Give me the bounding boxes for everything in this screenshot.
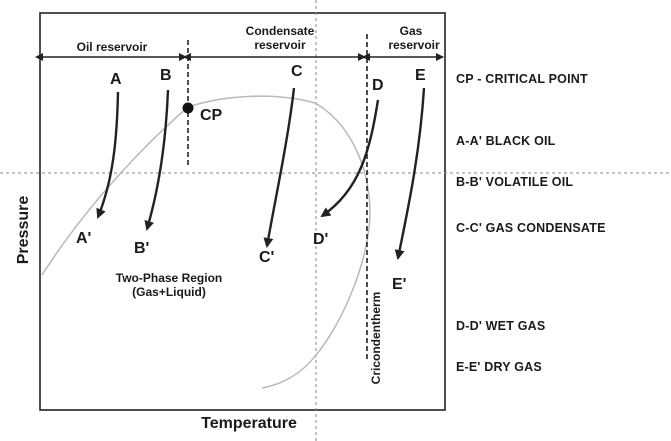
point-b-label: B [160,67,172,84]
phase-envelope-curve [41,95,371,389]
point-d-prime-label: D' [313,231,329,248]
condensate-reservoir-label-line1: Condensate [245,24,315,38]
legend-item-dry-gas: E-E' DRY GAS [456,360,542,374]
point-e-prime-label: E' [392,276,407,293]
gas-reservoir-label-line2: reservoir [388,38,440,52]
cricondentherm-label: Cricondentherm [369,291,383,385]
legend-item-volatile-oil: B-B' VOLATILE OIL [456,175,574,189]
path-e-arrow [394,87,426,260]
point-c-prime-label: C' [259,249,275,266]
critical-point-label: CP [200,107,223,124]
point-c-label: C [291,63,303,80]
two-phase-region-label-line1: Two-Phase Region [115,271,223,285]
legend-item-black-oil: A-A' BLACK OIL [456,134,556,148]
legend-item-critical-point: CP - CRITICAL POINT [456,72,588,86]
gas-reservoir-label-line1: Gas [399,24,423,38]
oil-reservoir-label: Oil reservoir [76,40,148,54]
point-b-prime-label: B' [134,240,150,257]
path-a-arrow [96,91,120,219]
plot-frame [39,12,446,411]
legend-item-gas-condensate: C-C' GAS CONDENSATE [456,221,606,235]
condensate-reservoir-label-line2: reservoir [254,38,306,52]
path-c-arrow [263,87,296,248]
point-d-label: D [372,77,384,94]
two-phase-region-label-line2: (Gas+Liquid) [132,285,206,299]
legend-item-wet-gas: D-D' WET GAS [456,319,546,333]
x-axis-label: Temperature [201,415,297,432]
path-d-arrow [320,99,380,218]
point-a-label: A [110,71,122,88]
path-b-arrow [144,89,170,231]
critical-point-marker [182,102,194,114]
point-e-label: E [415,67,426,84]
point-a-prime-label: A' [76,230,92,247]
y-axis-label: Pressure [15,195,32,265]
